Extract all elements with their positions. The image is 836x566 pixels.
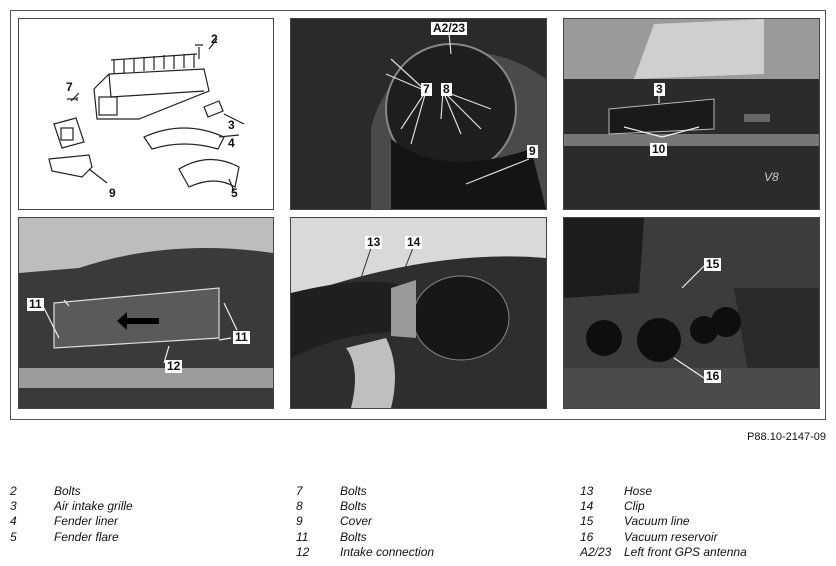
panel-hose-clip-photo: 13 14 bbox=[290, 217, 547, 409]
legend-item-label: Left front GPS antenna bbox=[624, 544, 747, 559]
legend-row: 8 Bolts bbox=[296, 499, 566, 514]
legend-row: 13 Hose bbox=[580, 484, 830, 499]
wheel-arch-photo bbox=[291, 19, 546, 209]
panel-vehicle-side-photo: 3 10 V8 bbox=[563, 18, 820, 210]
panel-wheel-arch-photo: A2/23 7 8 9 bbox=[290, 18, 547, 210]
panel-exploded-view: 2 7 3 4 9 5 bbox=[18, 18, 274, 210]
legend-item-number: 8 bbox=[296, 499, 303, 514]
legend-item-number: 9 bbox=[296, 514, 303, 529]
legend-item-number: 2 bbox=[10, 484, 17, 498]
legend-item-label: Fender liner bbox=[54, 514, 119, 529]
legend-item-number: 14 bbox=[580, 499, 594, 514]
legend-item-number: 11 bbox=[296, 529, 309, 544]
callout-3: 3 bbox=[228, 118, 235, 132]
callout-2: 2 bbox=[211, 32, 218, 46]
legend-item-number: 15 bbox=[580, 514, 594, 529]
legend-item-number: 16 bbox=[580, 529, 594, 544]
legend-item-label: Vacuum reservoir bbox=[624, 529, 718, 544]
legend-item-number: 3 bbox=[10, 499, 17, 514]
legend-item-label: Hose bbox=[624, 484, 653, 498]
legend-item-number: A2/23 bbox=[580, 544, 612, 559]
legend-item-number: 5 bbox=[10, 529, 17, 544]
hose-clip-photo bbox=[291, 218, 546, 408]
legend-row: A2/23 Left front GPS antenna bbox=[580, 545, 830, 560]
legend-item-label: Bolts bbox=[340, 499, 367, 514]
callout-7: 7 bbox=[421, 82, 432, 96]
callout-4: 4 bbox=[228, 136, 235, 150]
vehicle-side-photo bbox=[564, 19, 819, 209]
legend-row: 16 Vacuum reservoir bbox=[580, 530, 830, 545]
callout-7: 7 bbox=[66, 80, 73, 94]
legend-item-label: Bolts bbox=[54, 484, 81, 498]
callout-13: 13 bbox=[365, 235, 383, 249]
legend-column-1: 2 Bolts 3 Air intake grille 4 Fender liner 5 Fe… bbox=[10, 484, 280, 545]
legend-row: 3 Air intake grille bbox=[10, 499, 280, 514]
callout-14: 14 bbox=[405, 235, 423, 249]
legend-row: 5 Fender flare bbox=[10, 530, 280, 545]
callout-9: 9 bbox=[109, 186, 116, 200]
legend-row: 7 Bolts bbox=[296, 484, 566, 499]
callout-3: 3 bbox=[654, 82, 665, 96]
vacuum-reservoir-photo bbox=[564, 218, 819, 408]
legend-item-label: Bolts bbox=[340, 484, 367, 498]
callout-12: 12 bbox=[165, 359, 183, 373]
legend-row: 12 Intake connection bbox=[296, 545, 566, 560]
legend-item-label: Bolts bbox=[340, 529, 367, 544]
figure-frame: 2 7 3 4 9 5 A2/23 7 8 9 bbox=[10, 10, 826, 420]
callout-10: 10 bbox=[650, 142, 668, 156]
callout-11-right: 11 bbox=[233, 330, 250, 344]
callout-15: 15 bbox=[704, 257, 722, 271]
legend-item-label: Air intake grille bbox=[54, 499, 133, 514]
callout-5: 5 bbox=[231, 186, 238, 200]
legend-item-number: 13 bbox=[580, 484, 594, 498]
legend-item-label: Cover bbox=[340, 514, 373, 529]
legend-row: 4 Fender liner bbox=[10, 514, 280, 529]
figure-reference-id: P88.10-2147-09 bbox=[747, 431, 826, 443]
legend-item-label: Intake connection bbox=[340, 544, 435, 559]
legend-row: 9 Cover bbox=[296, 514, 566, 529]
callout-16: 16 bbox=[704, 369, 722, 383]
panel-intake-connection-photo: 11 11 12 bbox=[18, 217, 274, 409]
legend-row: 2 Bolts bbox=[10, 484, 280, 499]
intake-connection-photo bbox=[19, 218, 273, 408]
legend-item-label: Fender flare bbox=[54, 529, 119, 544]
legend-row: 11 Bolts bbox=[296, 530, 566, 545]
legend-item-label: Clip bbox=[624, 499, 645, 514]
legend-row: 15 Vacuum line bbox=[580, 514, 830, 529]
badge-v8: V8 bbox=[764, 170, 779, 184]
exploded-drawing bbox=[48, 38, 245, 192]
panel-vacuum-reservoir-photo: 15 16 bbox=[563, 217, 820, 409]
callout-11-left: 11 bbox=[27, 297, 44, 311]
legend-item-number: 7 bbox=[296, 484, 303, 498]
callout-a2-23: A2/23 bbox=[431, 21, 468, 35]
legend-row: 14 Clip bbox=[580, 499, 830, 514]
legend-item-label: Vacuum line bbox=[624, 514, 690, 529]
legend-column-3: 13 Hose 14 Clip 15 Vacuum line 16 Vacuum reserv… bbox=[580, 484, 830, 560]
legend-item-number: 4 bbox=[10, 514, 17, 529]
callout-8: 8 bbox=[441, 82, 452, 96]
legend-item-number: 12 bbox=[296, 544, 310, 559]
callout-9: 9 bbox=[527, 144, 538, 158]
